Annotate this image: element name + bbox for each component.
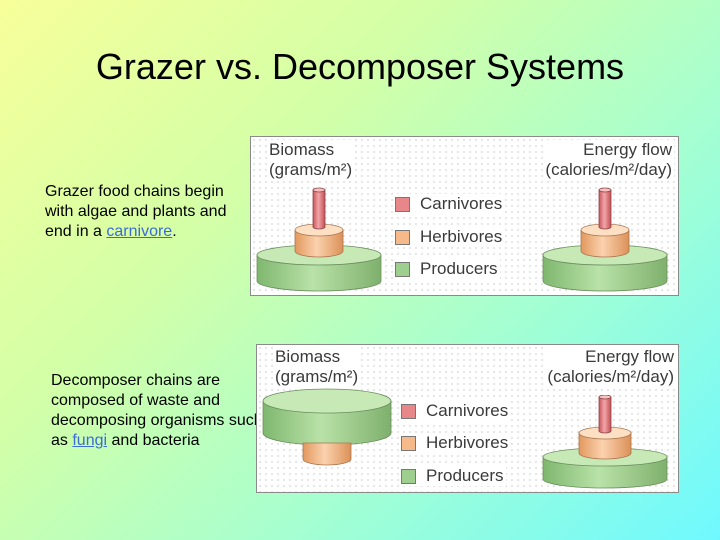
carnivores-label: Carnivores	[420, 194, 503, 213]
decomposer-energy-pyramid	[542, 395, 668, 489]
herbivores-swatch	[401, 435, 416, 451]
decomposer-biomass-pyramid	[262, 388, 392, 466]
carnivores-label: Carnivores	[426, 401, 509, 420]
legend-herbivores: Herbivores	[401, 433, 512, 453]
carnivores-tier	[598, 395, 612, 434]
energy-flow-unit: (calories/m²/day)	[545, 160, 672, 179]
herbivores-tier	[580, 223, 630, 258]
energy-flow-label: Energy flow	[585, 347, 674, 366]
decomposer-text-end: and bacteria	[107, 432, 200, 449]
biomass-heading: Biomass (grams/m²)	[267, 140, 355, 180]
biomass-label: Biomass	[269, 140, 335, 159]
producers-tier	[542, 244, 668, 292]
legend-carnivores: Carnivores	[395, 194, 506, 214]
producers-tier	[256, 244, 382, 292]
energy-flow-unit: (calories/m²/day)	[547, 367, 674, 386]
carnivores-swatch	[395, 196, 410, 212]
legend-carnivores: Carnivores	[401, 401, 512, 421]
herbivores-label: Herbivores	[420, 227, 503, 246]
producers-tier	[262, 388, 392, 446]
grazer-energy-pyramid	[542, 187, 668, 292]
biomass-heading: Biomass (grams/m²)	[273, 347, 361, 387]
decomposer-description: Decomposer chains are composed of waste …	[51, 371, 276, 451]
grazer-text-end: .	[172, 223, 177, 240]
legend-producers: Producers	[401, 466, 507, 486]
producers-swatch	[395, 261, 410, 277]
biomass-unit: (grams/m²)	[275, 367, 359, 386]
producers-swatch	[401, 468, 416, 484]
fungi-link[interactable]: fungi	[72, 432, 108, 449]
carnivore-link[interactable]: carnivore	[106, 223, 173, 240]
energy-flow-label: Energy flow	[583, 140, 672, 159]
carnivores-tier	[312, 187, 326, 230]
biomass-unit: (grams/m²)	[269, 160, 353, 179]
grazer-biomass-pyramid	[256, 187, 382, 292]
producers-label: Producers	[426, 466, 504, 485]
biomass-label: Biomass	[275, 347, 341, 366]
energy-flow-heading: Energy flow (calories/m²/day)	[545, 347, 676, 387]
grazer-text: Grazer food chains begin with algae and …	[45, 183, 227, 240]
legend-herbivores: Herbivores	[395, 227, 506, 247]
energy-flow-heading: Energy flow (calories/m²/day)	[543, 140, 674, 180]
decomposer-pyramid-figure: Biomass (grams/m²) Energy flow (calories…	[256, 344, 679, 493]
grazer-description: Grazer food chains begin with algae and …	[45, 182, 230, 242]
herbivores-tier	[302, 442, 352, 466]
carnivores-tier	[598, 187, 612, 230]
herbivores-tier	[294, 223, 344, 258]
producers-label: Producers	[420, 259, 498, 278]
decomposer-text: Decomposer chains are composed of waste …	[51, 372, 263, 449]
herbivores-swatch	[395, 229, 410, 245]
legend-producers: Producers	[395, 259, 501, 279]
carnivores-swatch	[401, 403, 416, 419]
grazer-pyramid-figure: Biomass (grams/m²) Energy flow (calories…	[250, 136, 679, 296]
herbivores-label: Herbivores	[426, 433, 509, 452]
slide-title: Grazer vs. Decomposer Systems	[95, 46, 625, 87]
